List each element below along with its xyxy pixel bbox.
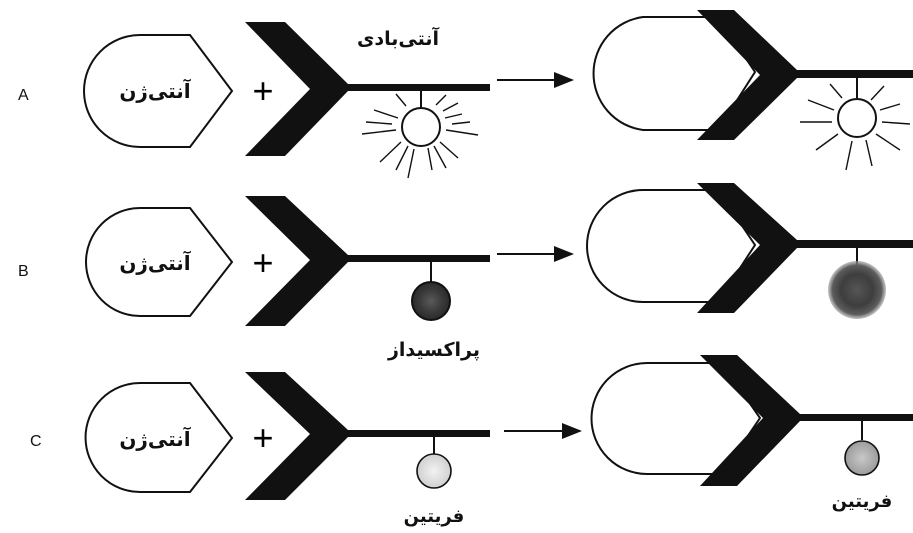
row-c: C آنتی‌ژن + فریتین فریتین — [30, 355, 913, 527]
row-label-a: A — [18, 87, 29, 104]
plus-sign: + — [252, 417, 273, 458]
antigen-label: آنتی‌ژن — [119, 426, 191, 451]
antibody-label: آنتی‌بادی — [357, 26, 440, 50]
row-a: A آنتی‌ژن + آنتی‌بادی — [18, 10, 913, 179]
antibody-shape — [245, 372, 490, 500]
antibody-shape — [245, 22, 490, 156]
antigen-shape — [83, 34, 234, 148]
fluorescent-marker — [361, 91, 479, 179]
antigen-shape — [85, 207, 234, 317]
row-b: B آنتی‌ژن + پراکسیداز — [18, 183, 913, 361]
antigen-antibody-complex — [592, 10, 913, 171]
ferritin-result-label: فریتین — [832, 491, 893, 512]
row-label-b: B — [18, 263, 29, 280]
ferritin-marker — [416, 437, 452, 489]
antigen-label: آنتی‌ژن — [119, 250, 191, 275]
plus-sign: + — [252, 70, 273, 111]
antigen-shape — [84, 382, 234, 493]
antibody-shape — [245, 196, 490, 326]
antigen-antibody-complex — [586, 183, 913, 319]
antigen-antibody-complex — [590, 355, 913, 486]
antigen-label: آنتی‌ژن — [119, 78, 191, 103]
plus-sign: + — [252, 242, 273, 283]
row-label-c: C — [30, 433, 42, 450]
peroxidase-marker — [411, 262, 451, 321]
peroxidase-label: پراکسیداز — [387, 339, 480, 361]
ferritin-label: فریتین — [404, 506, 465, 527]
